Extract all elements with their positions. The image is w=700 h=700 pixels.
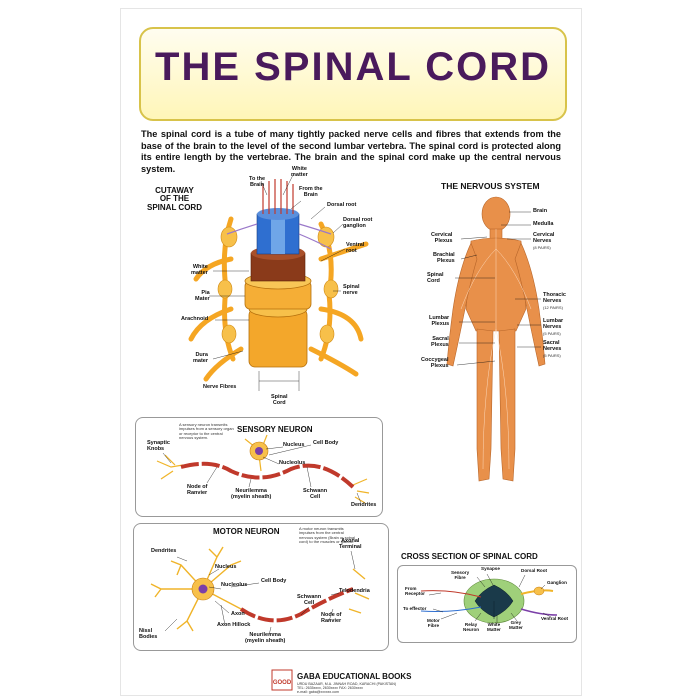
note-cervical-pairs: (8 PAIRS) <box>533 245 551 250</box>
sensory-neuron-illustration <box>156 434 370 504</box>
label-ventral-root: Ventral root <box>346 242 365 254</box>
note-sacral-pairs: (5 PAIRS) <box>543 353 561 358</box>
label-node-of-ranvier-sensory: Node of Ranvier <box>187 484 208 496</box>
label-nerve-fibres: Nerve Fibres <box>203 384 237 390</box>
label-ganglion: Ganglion <box>547 580 567 585</box>
logo-text: GOOD <box>273 680 292 686</box>
note-thoracic-pairs: (12 PAIRS) <box>543 305 563 310</box>
label-cervical-nerves: Cervical Nerves <box>533 232 555 244</box>
label-white-matter-top: White matter <box>291 166 308 178</box>
label-dorsal-root-cross: Dorsal Root <box>521 568 548 573</box>
label-dendrites-sensory: Dendrites <box>351 502 377 508</box>
motor-neuron-note: A motor neuron transmits impulses from t… <box>299 526 356 545</box>
label-white-matter-left: White matter <box>191 264 208 276</box>
label-motor-fibre: Motor Fibre <box>427 618 440 628</box>
label-axon-hillock: Axon Hillock <box>217 622 251 628</box>
cutaway-illustration <box>188 174 369 391</box>
publisher-name: GABA EDUCATIONAL BOOKS <box>297 672 412 681</box>
label-cell-body-sensory: Cell Body <box>313 440 339 446</box>
label-nissl-bodies: Nissl Bodies <box>139 628 158 640</box>
title-banner: THE SPINAL CORD <box>139 27 567 121</box>
label-spinal-cord-ns: Spinal Cord <box>427 272 444 284</box>
label-sacral-nerves: Sacral Nerves <box>543 340 562 352</box>
label-schwann-cell-motor: Schwann Cell <box>297 594 322 606</box>
label-lumbar-plexus: Lumbar Plexus <box>429 315 450 327</box>
label-dorsal-root: Dorsal root <box>327 202 357 208</box>
cross-section-heading: CROSS SECTION OF SPINAL CORD <box>401 552 538 561</box>
label-dorsal-root-ganglion: Dorsal root ganglion <box>343 217 373 229</box>
label-sensory-fibre: Sensory Fibre <box>451 570 470 580</box>
label-arachnoid: Arachnoid <box>181 316 209 322</box>
label-neurilemma-sensory: Neurilemma (myelin sheath) <box>231 488 272 500</box>
label-medulla: Medulla <box>533 221 554 227</box>
page-title: THE SPINAL CORD <box>155 45 551 89</box>
label-dura-mater: Dura mater <box>193 352 208 364</box>
sensory-neuron-note: A sensory neuron transmits impulses from… <box>179 422 234 441</box>
motor-neuron-panel <box>133 523 389 651</box>
motor-neuron-heading: MOTOR NEURON <box>213 527 280 536</box>
note-lumbar-pairs: (5 PAIRS) <box>543 331 561 336</box>
label-nucleus-sensory: Nucleus <box>283 442 305 448</box>
human-body-illustration <box>446 196 546 482</box>
label-coccygeal-plexus: Coccygeal Plexus <box>421 357 449 369</box>
poster: THE SPINAL CORD The spinal cord is a tub… <box>120 8 582 696</box>
label-lumbar-nerves: Lumbar Nerves <box>543 318 564 330</box>
label-grey-matter: Grey Matter <box>509 620 523 630</box>
label-cell-body-motor: Cell Body <box>261 578 287 584</box>
motor-neuron-illustration <box>150 546 370 636</box>
label-synapse: Synapse <box>481 566 500 571</box>
label-from-the-brain: From the Brain <box>299 186 323 198</box>
label-from-receptor: From Receptor <box>405 586 425 596</box>
sensory-neuron-panel <box>135 417 383 517</box>
label-axon: Axon <box>231 611 245 617</box>
label-telodendria: Telodendria <box>339 588 370 594</box>
label-thoracic-nerves: Thoracic Nerves <box>543 292 566 304</box>
label-nucleolus-sensory: Nucleolus <box>279 460 306 466</box>
label-brain: Brain <box>533 208 548 214</box>
label-nucleus-motor: Nucleus <box>215 564 237 570</box>
label-axonal-terminal: Axonal Terminal <box>339 538 362 550</box>
intro-paragraph: The spinal cord is a tube of many tightl… <box>141 129 561 174</box>
cord-stack <box>226 179 332 368</box>
publisher-address: URDU BAZAAR, M.A. JINNAH ROAD, KARACHI (… <box>297 682 397 695</box>
label-relay-neuron: Relay Neuron <box>463 622 480 632</box>
body-silhouette <box>446 196 546 482</box>
label-cervical-plexus: Cervical Plexus <box>431 232 453 244</box>
label-sacral-plexus: Sacral Plexus <box>431 336 449 348</box>
cross-section-illustration <box>420 573 558 624</box>
label-dendrites-motor: Dendrites <box>151 548 177 554</box>
publisher-logo-icon: GOOD <box>271 669 293 691</box>
label-spinal-nerve: Spinal nerve <box>343 284 360 296</box>
label-brachial-plexus: Brachial Plexus <box>433 252 455 264</box>
cutaway-heading: CUTAWAY OF THE SPINAL CORD <box>147 186 202 212</box>
label-white-matter-cross: White Matter <box>487 622 501 632</box>
sensory-neuron-heading: SENSORY NEURON <box>237 425 313 434</box>
label-pia-mater: Pia Mater <box>195 290 210 302</box>
label-node-of-ranvier-motor: Node of Ranvier <box>321 612 342 624</box>
label-nucleolus-motor: Nucleolus <box>221 582 248 588</box>
label-neurilemma-motor: Neurilemma (myelin sheath) <box>245 632 286 644</box>
label-spinal-cord-cutaway: Spinal Cord <box>271 394 288 406</box>
label-schwann-cell-sensory: Schwann Cell <box>303 488 328 500</box>
label-to-the-brain: To the Brain <box>249 176 266 188</box>
label-to-effector: To effector <box>403 606 427 611</box>
nervous-system-heading: THE NERVOUS SYSTEM <box>441 181 540 191</box>
label-ventral-root-cross: Ventral Root <box>541 616 569 621</box>
label-synaptic-knobs: Synaptic Knobs <box>147 440 170 452</box>
publisher-footer: GOOD GABA EDUCATIONAL BOOKS URDU BAZAAR,… <box>271 669 441 695</box>
